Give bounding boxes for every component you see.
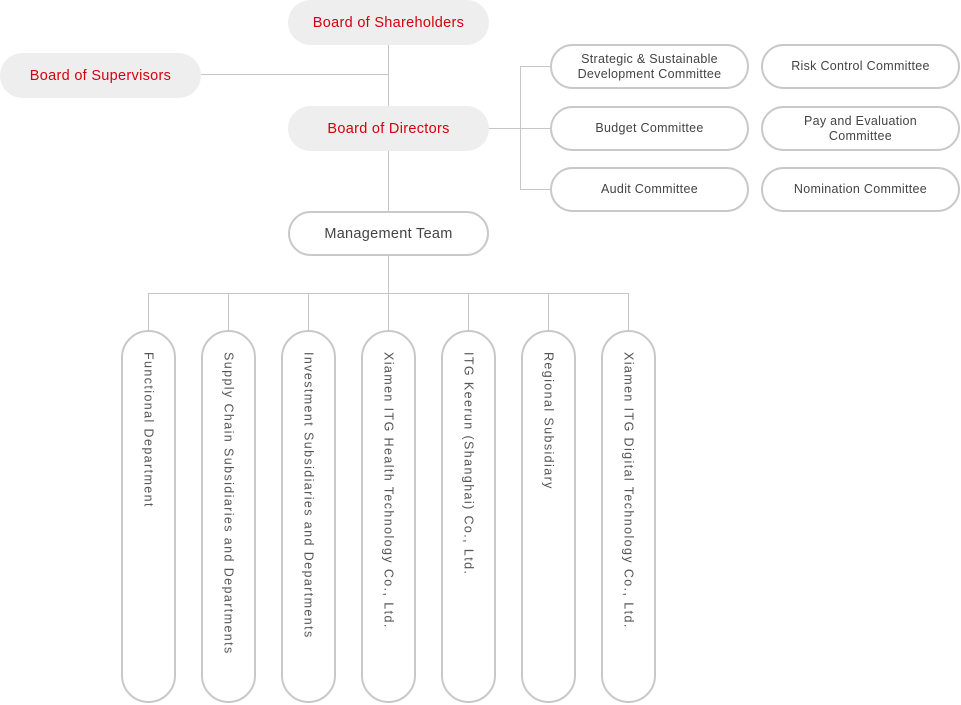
committee-node-audit: Audit Committee (550, 167, 749, 212)
unit-tick (628, 293, 629, 330)
unit-node-keerun-shanghai: ITG Keerun (Shanghai) Co., Ltd. (441, 330, 496, 703)
committee-label: Pay and Evaluation Committee (803, 114, 918, 143)
unit-label: Supply Chain Subsidiaries and Department… (221, 352, 236, 655)
committee-tick-row2 (520, 128, 550, 129)
unit-node-supply-chain: Supply Chain Subsidiaries and Department… (201, 330, 256, 703)
management-team-label: Management Team (324, 225, 453, 242)
unit-label: Regional Subsidiary (541, 352, 556, 490)
unit-tick (228, 293, 229, 330)
connector-management-units (388, 256, 389, 293)
board-of-directors-label: Board of Directors (327, 120, 450, 137)
unit-label: Xiamen ITG Digital Technology Co., Ltd. (621, 352, 636, 629)
connector-directors-committees (489, 128, 520, 129)
committee-label: Risk Control Committee (791, 59, 930, 74)
unit-node-digital-technology: Xiamen ITG Digital Technology Co., Ltd. (601, 330, 656, 703)
unit-tick (548, 293, 549, 330)
committee-node-strategic: Strategic & Sustainable Development Comm… (550, 44, 749, 89)
committee-tick-row1 (520, 66, 550, 67)
unit-tick (308, 293, 309, 330)
board-of-supervisors-label: Board of Supervisors (29, 67, 172, 84)
unit-label: Investment Subsidiaries and Departments (301, 352, 316, 639)
committee-node-pay-evaluation: Pay and Evaluation Committee (761, 106, 960, 151)
unit-label: Functional Department (141, 352, 156, 508)
committee-label: Strategic & Sustainable Development Comm… (577, 52, 722, 81)
committee-node-nomination: Nomination Committee (761, 167, 960, 212)
unit-label: Xiamen ITG Health Technology Co., Ltd. (381, 352, 396, 629)
board-of-shareholders-node: Board of Shareholders (288, 0, 489, 45)
committee-label: Audit Committee (601, 182, 698, 197)
unit-label: ITG Keerun (Shanghai) Co., Ltd. (461, 352, 476, 576)
board-of-supervisors-node: Board of Supervisors (0, 53, 201, 98)
unit-node-health-technology: Xiamen ITG Health Technology Co., Ltd. (361, 330, 416, 703)
committee-node-risk-control: Risk Control Committee (761, 44, 960, 89)
connector-shareholders-directors (388, 45, 389, 106)
unit-tick (468, 293, 469, 330)
unit-node-investment: Investment Subsidiaries and Departments (281, 330, 336, 703)
committee-label: Nomination Committee (793, 182, 928, 197)
board-of-directors-node: Board of Directors (288, 106, 489, 151)
unit-node-functional-department: Functional Department (121, 330, 176, 703)
unit-tick (148, 293, 149, 330)
committee-label: Budget Committee (595, 121, 704, 136)
connector-supervisors (201, 74, 388, 75)
management-team-node: Management Team (288, 211, 489, 256)
committee-node-budget: Budget Committee (550, 106, 749, 151)
unit-tick (388, 293, 389, 330)
connector-directors-management (388, 151, 389, 211)
committee-tick-row3 (520, 189, 550, 190)
unit-node-regional-subsidiary: Regional Subsidiary (521, 330, 576, 703)
board-of-shareholders-label: Board of Shareholders (312, 14, 465, 31)
